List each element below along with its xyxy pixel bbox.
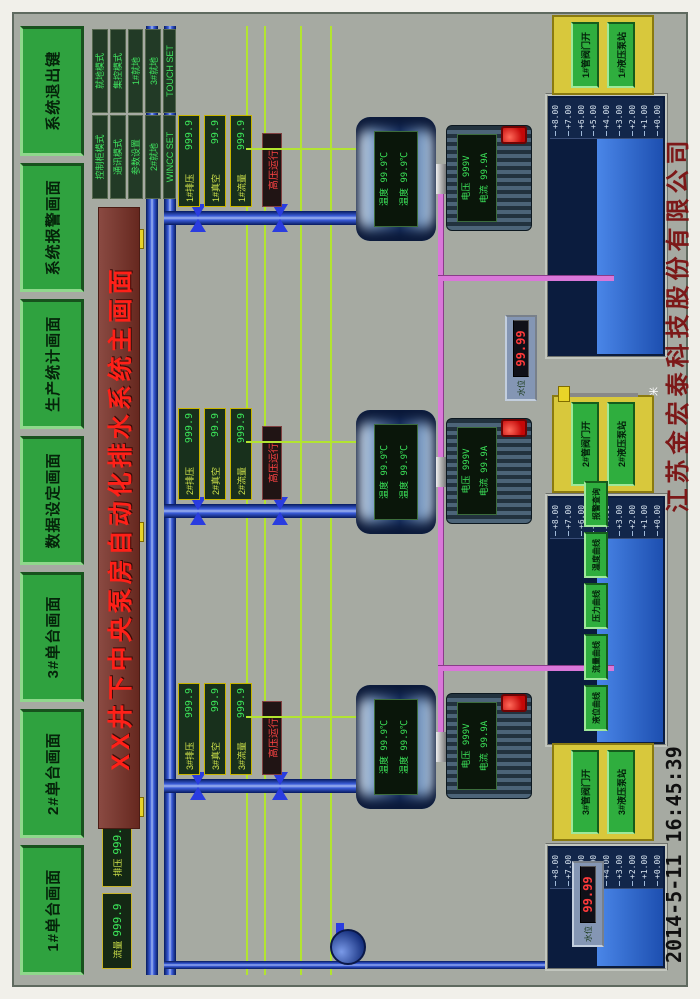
aux-pump-icon <box>330 929 366 965</box>
scale-label: +8.00 <box>551 850 560 886</box>
pump-shaft <box>436 457 446 487</box>
mode-button[interactable]: TOUCH SET <box>163 29 176 113</box>
stop-button[interactable] <box>501 126 527 144</box>
trend-button[interactable]: 液位曲线 <box>584 685 608 731</box>
page-title: XX井下中央泵房自动化排水系统主画面 <box>98 207 140 829</box>
water-level-readout: 水位 99.99 米 <box>572 861 604 947</box>
signal-stub <box>246 716 356 718</box>
pump-shaft <box>436 164 446 194</box>
motor-body: 电压 999V 电流 99.9A <box>446 125 532 231</box>
valve-control-panel-3: 3#管阀门开 3#液压泵站 <box>552 743 654 841</box>
pump-temp-display: 温度 99.9℃ 温度 99.9℃ <box>374 699 418 795</box>
stop-button[interactable] <box>501 694 527 712</box>
sump-tank-left: +8.00+7.00+6.00+5.00+4.00+3.00+2.00+1.00… <box>545 843 668 971</box>
scale-label: +3.00 <box>615 850 624 886</box>
valve-control-panel-1: 1#管阀门开 1#液压泵站 <box>552 15 654 95</box>
suction-pipe <box>438 276 614 281</box>
hv-status-badge: 高压运行 <box>262 133 282 207</box>
nav-button[interactable]: 1#单台画面 <box>20 845 84 975</box>
hv-status-badge: 高压运行 <box>262 426 282 500</box>
motor-electric-display: 电压 999V 电流 99.9A <box>457 134 497 222</box>
hydraulic-station-button[interactable]: 3#液压泵站 <box>607 750 635 834</box>
level-scale: +8.00+7.00+6.00+5.00+4.00+3.00+2.00+1.00… <box>550 848 663 889</box>
mode-button[interactable]: WINCC SET <box>163 115 176 199</box>
signal-stub <box>246 148 356 150</box>
motor-body: 电压 999V 电流 99.9A <box>446 693 532 799</box>
mode-button[interactable]: 1#就地 <box>127 29 144 113</box>
valve-icon[interactable] <box>190 204 206 232</box>
level-gauge-cap <box>558 386 570 402</box>
hydraulic-station-button[interactable]: 1#液压泵站 <box>607 22 635 88</box>
valve-icon[interactable] <box>190 497 206 525</box>
nav-button[interactable]: 2#单台画面 <box>20 708 84 839</box>
mode-button[interactable]: 集控模式 <box>109 29 126 113</box>
nav-button[interactable]: 系统退出键 <box>20 25 84 156</box>
nav-button[interactable]: 生产统计画面 <box>20 299 84 429</box>
motor-body: 电压 999V 电流 99.9A <box>446 418 532 524</box>
left-riser-pipe <box>164 961 580 969</box>
mode-button[interactable]: 通讯模式 <box>109 115 126 199</box>
motor-electric-display: 电压 999V 电流 99.9A <box>457 427 497 515</box>
trend-button[interactable]: 流量曲线 <box>584 634 608 680</box>
water-level-fill <box>597 886 663 966</box>
pump-body: 温度 99.9℃ 温度 99.9℃ <box>356 117 436 241</box>
mode-button[interactable]: 就地模式 <box>92 29 108 113</box>
nav-button[interactable]: 系统报警画面 <box>20 162 84 293</box>
scale-label: +2.00 <box>628 850 637 886</box>
stop-button[interactable] <box>501 419 527 437</box>
mode-button[interactable]: 参数设置 <box>127 115 144 199</box>
valve-open-button[interactable]: 3#管阀门开 <box>571 750 599 834</box>
trend-button[interactable]: 压力曲线 <box>584 583 608 629</box>
valve-control-panel-2: 2#管阀门开 2#液压泵站 <box>552 395 654 493</box>
water-level-readout: 水位 99.99 米 <box>505 315 659 401</box>
mode-button[interactable]: 控制柜模式 <box>92 115 108 199</box>
pump-temp-display: 温度 99.9℃ 温度 99.9℃ <box>374 131 418 227</box>
trend-button[interactable]: 温度曲线 <box>584 532 608 578</box>
mode-button[interactable]: 3#就地 <box>145 29 162 113</box>
scale-label: +1.00 <box>640 850 649 886</box>
hv-status-badge: 高压运行 <box>262 701 282 775</box>
pump-temp-display: 温度 99.9℃ 温度 99.9℃ <box>374 424 418 520</box>
valve-icon[interactable] <box>272 204 288 232</box>
valve-icon[interactable] <box>272 497 288 525</box>
nav-button[interactable]: 数据设定画面 <box>20 435 84 566</box>
valve-open-button[interactable]: 1#管阀门开 <box>571 22 599 88</box>
valve-open-button[interactable]: 2#管阀门开 <box>571 402 599 486</box>
pump-body: 温度 99.9℃ 温度 99.9℃ <box>356 410 436 534</box>
valve-icon[interactable] <box>190 772 206 800</box>
hydraulic-station-button[interactable]: 2#液压泵站 <box>607 402 635 486</box>
pump-shaft <box>436 732 446 762</box>
motor-electric-display: 电压 999V 电流 99.9A <box>457 702 497 790</box>
pump-body: 温度 99.9℃ 温度 99.9℃ <box>356 685 436 809</box>
mode-button[interactable]: 2#就地 <box>145 115 162 199</box>
level-gauge-icon <box>566 393 638 397</box>
scale-label: +0.00 <box>653 850 662 886</box>
signal-stub <box>246 441 356 443</box>
nav-button[interactable]: 3#单台画面 <box>20 572 84 702</box>
valve-icon[interactable] <box>272 772 288 800</box>
trend-button[interactable]: 报警查询 <box>584 481 608 527</box>
datetime-text: 2014-5-11 16:45:39 <box>662 746 686 963</box>
